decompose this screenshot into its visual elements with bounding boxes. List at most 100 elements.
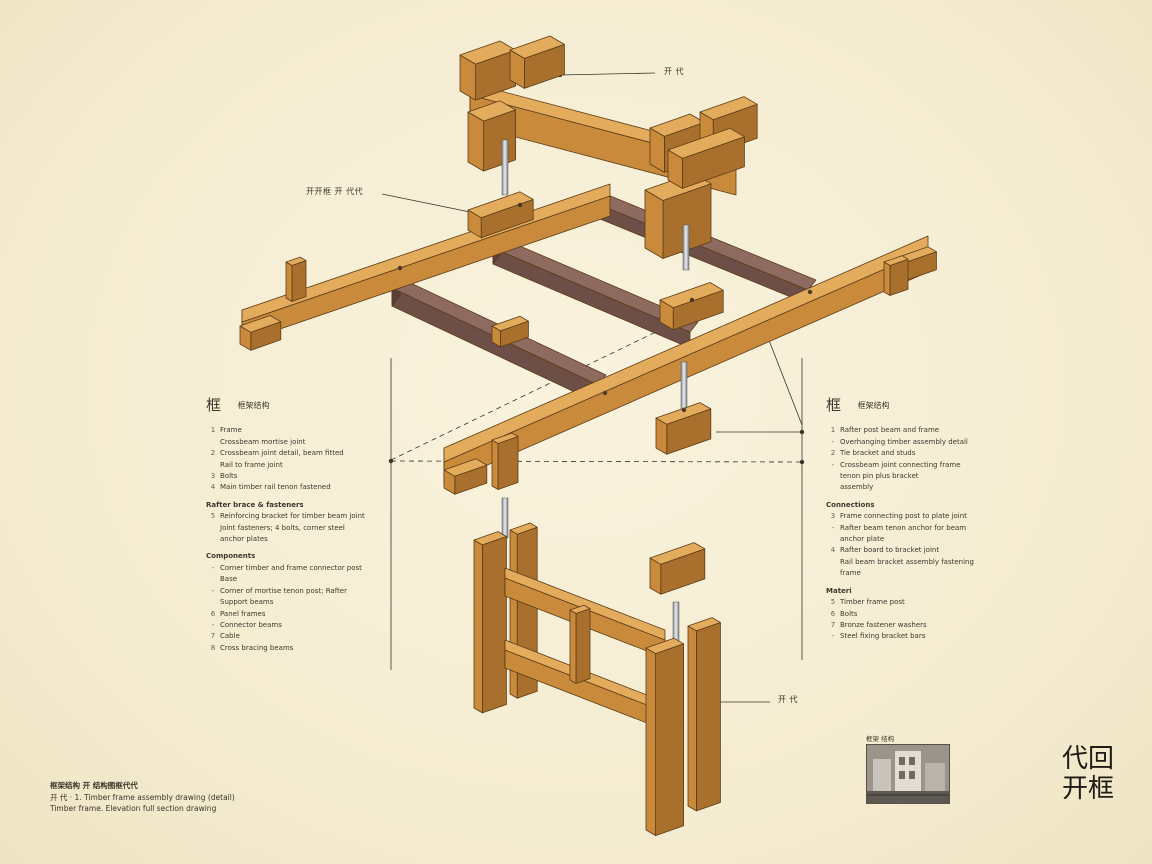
- list-item: frame: [840, 569, 861, 578]
- list-item: Rail beam bracket assembly fastening: [840, 557, 974, 566]
- connector-rod: [672, 601, 680, 643]
- list-item: -Rafter beam tenon anchor for beam: [831, 523, 967, 532]
- list-item: assembly: [840, 483, 874, 492]
- connector-rod: [680, 361, 688, 411]
- bottom-middle-stile-left: [569, 609, 577, 684]
- signature-line-1: 代回: [1062, 744, 1115, 774]
- right-pin-bracket-top: [883, 255, 909, 266]
- hanging-connector-block-top: [655, 402, 712, 425]
- bottom-right-post-b-top: [687, 617, 721, 632]
- top-left-post-top: [467, 100, 516, 122]
- list-item: -Overhanging timber assembly detail: [831, 437, 968, 446]
- list-item: -Steel fixing bracket bars: [831, 632, 926, 641]
- artist-signature: 代回 开框: [1062, 744, 1114, 804]
- bolt-head: [602, 390, 608, 396]
- right-panel-header: 框 框架结构: [826, 398, 1006, 413]
- left-panel-section-3: Components: [206, 552, 256, 561]
- list-item: Rail to frame joint: [220, 460, 283, 469]
- list-item: anchor plate: [840, 535, 885, 544]
- top-left-post-left: [467, 111, 485, 172]
- front-rail-end-block-top: [443, 458, 488, 477]
- connector-rod: [501, 497, 509, 539]
- connector-rod: [682, 224, 690, 271]
- list-item: Base: [220, 575, 238, 584]
- list-item: Crossbeam mortise joint: [220, 437, 306, 446]
- purple-beam-front-side: [391, 287, 599, 404]
- top-cap-block-d-top: [699, 96, 758, 121]
- list-item: -Crossbeam joint connecting frame: [831, 460, 961, 469]
- bolt-head: [517, 202, 523, 208]
- list-item: -Corner of mortise tenon post; Rafter: [211, 586, 347, 595]
- bottom-panel-frame: [473, 522, 721, 836]
- bottom-right-post-a-top: [645, 637, 684, 654]
- connector-rod: [501, 139, 509, 196]
- callout-top-right: 开 代: [664, 67, 685, 76]
- list-item: -Connector beams: [211, 620, 282, 629]
- bottom-left-post-b-top: [509, 522, 538, 535]
- front-pin-bracket-top: [491, 432, 519, 444]
- front-pin-bracket-left: [491, 439, 499, 490]
- bolt-head: [689, 297, 695, 303]
- title-block-line-3: Timber frame. Elevation full section dra…: [50, 804, 217, 813]
- bolt-head: [397, 265, 403, 271]
- title-block-line-1: 框架结构 开 结构图框代代: [50, 781, 138, 790]
- bottom-right-post-a-right: [655, 643, 684, 836]
- left-pin-bracket-right: [291, 260, 307, 302]
- front-long-rail-top: [443, 235, 929, 463]
- left-pin-bracket-left: [285, 261, 293, 302]
- construction-lines: [388, 329, 805, 670]
- left-panel-glyph: 框: [206, 396, 222, 414]
- photo-image: [867, 745, 949, 803]
- list-item: -Corner timber and frame connector post: [211, 563, 362, 572]
- top-cap-block-b-top: [509, 35, 565, 59]
- left-panel-header: 框 框架结构: [206, 398, 386, 413]
- list-item: Support beams: [220, 598, 274, 607]
- list-item: anchor plates: [220, 535, 268, 544]
- reference-photo-thumbnail: [866, 744, 950, 804]
- rail-joint-block-top: [467, 191, 534, 219]
- bottom-right-post-b-right: [696, 622, 721, 812]
- thumbnail-caption: 框架 结构: [866, 735, 895, 743]
- small-rail-block-top: [491, 315, 529, 332]
- top-bracket-assembly: [459, 35, 758, 259]
- bottom-left-post-a-right: [481, 536, 507, 714]
- title-block-line-2: 开 代 · 1. Timber frame assembly drawing (…: [50, 792, 235, 802]
- right-pin-bracket-left: [883, 261, 891, 296]
- left-rail-end-block-top: [239, 315, 282, 333]
- callout-bottom-right: 开 代: [778, 695, 799, 704]
- bottom-right-post-b-left: [687, 625, 697, 812]
- bottom-middle-stile-top: [569, 604, 591, 614]
- top-right-post-left: [644, 189, 664, 259]
- callout-left-mid: 开开框 开 代代: [306, 187, 364, 196]
- signature-line-2: 开框: [1062, 774, 1115, 804]
- left-panel-section-2: Rafter brace & fasteners: [206, 500, 304, 509]
- bottom-middle-stile-right: [575, 608, 591, 684]
- right-panel-section-3: Materi: [826, 586, 852, 595]
- bottom-right-post-a-left: [645, 647, 656, 836]
- mid-connector-block-top: [659, 282, 724, 309]
- bottom-left-post-a-left: [473, 539, 483, 714]
- bolt-head: [681, 407, 687, 413]
- front-pin-bracket-right: [497, 436, 519, 490]
- bottom-left-post-a-top: [473, 531, 507, 546]
- purple-crossbeams: [391, 194, 817, 404]
- bolt-heads: [397, 202, 813, 413]
- left-pin-bracket-top: [285, 256, 307, 266]
- bolt-head: [807, 289, 813, 295]
